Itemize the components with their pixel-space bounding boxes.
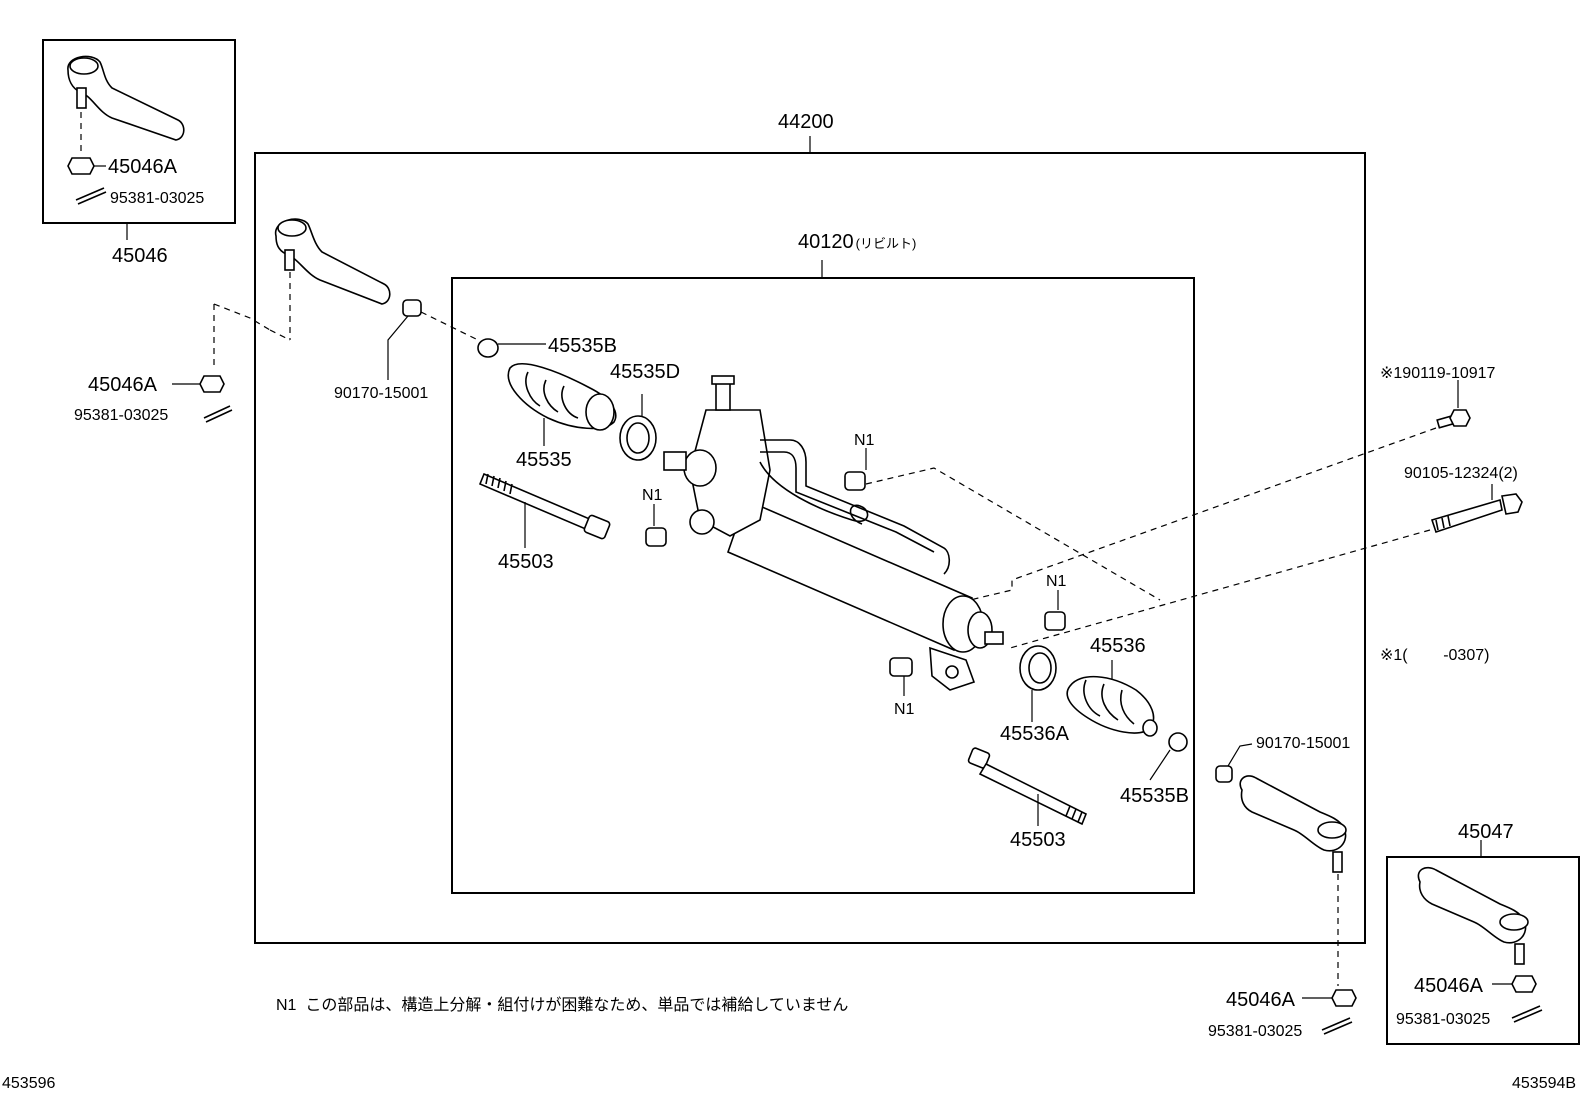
- bolt-small-icon: [969, 380, 1471, 601]
- assembly-code-label: 44200: [778, 111, 834, 133]
- tie-rod-end-right-inset-icon: [1417, 866, 1543, 1023]
- n1-d-callout: N1: [894, 701, 915, 718]
- clamp-d-icon: [619, 394, 657, 461]
- bolt-small-callout: ※190119-10917: [1380, 365, 1496, 382]
- left-grommet-icon: [387, 299, 479, 380]
- clamp-d-callout: 45535D: [610, 361, 680, 383]
- sub-assembly-frame: [451, 277, 1195, 894]
- tie-rod-end-left-icon: [269, 218, 391, 341]
- right-grommet-callout: 90170-15001: [1256, 735, 1350, 752]
- br-nut-callout: 45046A: [1226, 989, 1296, 1011]
- tie-rod-end-left-inset-frame: [42, 39, 236, 224]
- left-nut-icon: [172, 375, 233, 423]
- tie-rod-end-right-inset-frame: [1386, 856, 1580, 1045]
- rod-right-callout: 45503: [1010, 829, 1066, 851]
- clamp-right-a-callout: 45536A: [1000, 723, 1070, 745]
- sub-assembly-code-label: 40120(リビルト): [798, 231, 916, 253]
- br-nut-icon: [1302, 989, 1357, 1035]
- tie-rod-end-right-icon: [1239, 775, 1347, 986]
- left-pin-callout: 95381-03025: [74, 407, 168, 424]
- left-grommet-callout: 90170-15001: [334, 385, 428, 402]
- n1-b-callout: N1: [642, 487, 663, 504]
- tl-pin-callout: 95381-03025: [110, 190, 204, 207]
- rod-left-callout: 45503: [498, 551, 554, 573]
- bolt-long-callout: 90105-12324(2): [1404, 465, 1518, 482]
- bushing-n1-b-icon: [645, 504, 667, 547]
- steering-rack-housing-icon: [663, 375, 1004, 691]
- bushing-n1-a-icon: [844, 448, 1161, 601]
- clamp-right-b-icon: [1149, 732, 1188, 781]
- sub-assembly-code: 40120: [798, 231, 854, 253]
- rod-left-icon: [478, 472, 611, 548]
- boot-right-callout: 45536: [1090, 635, 1146, 657]
- boot-right-icon: [1066, 660, 1158, 737]
- footnote-range-label: ※1( -0307): [1380, 647, 1489, 664]
- n1-c-callout: N1: [1046, 573, 1067, 590]
- bushing-n1-c-icon: [1044, 590, 1066, 631]
- br-pin-callout: 95381-03025: [1208, 1023, 1302, 1040]
- bolt-long-icon: [1009, 484, 1523, 649]
- bushing-n1-d-icon: [889, 657, 913, 696]
- boot-left-callout: 45535: [516, 449, 572, 471]
- ref-code-left: 453596: [2, 1075, 55, 1092]
- n1-a-callout: N1: [854, 432, 875, 449]
- right-grommet-icon: [1215, 743, 1253, 783]
- n1-footnote: N1 この部品は、構造上分解・組付けが困難なため、単品では補給していません: [276, 996, 848, 1014]
- tl-nut-callout: 45046A: [108, 156, 178, 178]
- br-box-pin-callout: 95381-03025: [1396, 1011, 1490, 1028]
- clamp-left-icon: [477, 338, 546, 358]
- rod-right-icon: [967, 747, 1088, 826]
- ref-code-right: 453594B: [1512, 1075, 1576, 1092]
- tie-rod-end-left-inset-icon: [67, 55, 185, 205]
- tl-box-callout: 45046: [112, 245, 168, 267]
- sub-assembly-note: (リビルト): [856, 236, 917, 251]
- clamp-left-callout: 45535B: [548, 335, 617, 357]
- clamp-right-b-callout: 45535B: [1120, 785, 1189, 807]
- br-box-callout: 45047: [1458, 821, 1514, 843]
- boot-left-icon: [507, 363, 617, 446]
- clamp-right-a-icon: [1019, 645, 1057, 722]
- left-nut-callout: 45046A: [88, 374, 158, 396]
- br-box-nut-callout: 45046A: [1414, 975, 1484, 997]
